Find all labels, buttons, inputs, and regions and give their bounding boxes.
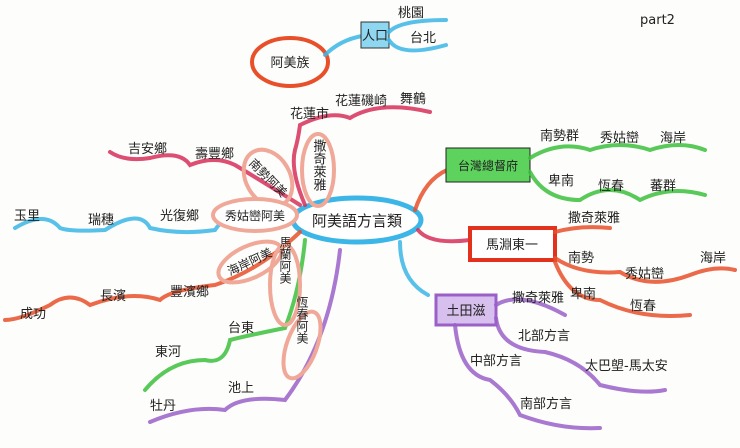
branch-coast — [3, 230, 302, 322]
tsuchida-item: 撒奇萊雅 — [512, 290, 564, 306]
place-shoufeng: 壽豐鄉 — [195, 146, 234, 162]
xiuguluan-node — [211, 197, 299, 233]
governor-item: 蕃群 — [650, 179, 676, 194]
malan-label: 馬蘭阿美 — [278, 236, 292, 284]
place-hualien-city: 花蓮市 — [290, 106, 329, 122]
branch-governor — [413, 168, 449, 212]
branch-tsuchida-1 — [494, 297, 567, 317]
tribe-node — [250, 36, 330, 88]
malan-node — [268, 243, 302, 327]
place-changbin: 長濱 — [100, 289, 126, 304]
governor-item: 恆春 — [598, 179, 624, 194]
branch-mabuchi-3 — [553, 260, 692, 318]
mabuchi-item: 撒奇萊雅 — [568, 210, 620, 226]
branch-taoyuan — [387, 18, 448, 34]
place-fengbin: 豐濱鄉 — [170, 284, 209, 300]
tsuchida-node — [434, 293, 498, 327]
corner-label: part2 — [640, 13, 675, 28]
tsuchida-item: 太巴塱-馬太安 — [585, 358, 668, 374]
branch-mabuchi — [416, 228, 472, 244]
governor-item: 秀姑巒 — [600, 131, 639, 146]
sakizaya-node — [300, 132, 336, 208]
branch-hualien — [291, 105, 432, 207]
coast-label: 海岸阿美 — [225, 245, 275, 279]
place-mudan: 牡丹 — [150, 399, 176, 414]
place-taoyuan: 桃園 — [398, 6, 424, 21]
place-chishang: 池上 — [228, 381, 254, 396]
tsuchida-label: 土田滋 — [446, 304, 485, 319]
center-label: 阿美語方言類 — [312, 212, 402, 230]
tsuchida-item: 南部方言 — [520, 396, 572, 412]
mabuchi-item: 卑南 — [570, 286, 596, 302]
xiuguluan-label: 秀姑巒阿美 — [225, 208, 285, 223]
hengchun-node — [281, 309, 323, 381]
hengchun-label: 恆春阿美 — [295, 296, 309, 344]
branch-population — [323, 34, 364, 57]
place-chenggong: 成功 — [20, 307, 46, 322]
branch-tsuchida-2 — [494, 316, 667, 394]
branch-nanshi — [108, 150, 302, 207]
governor-item: 南勢群 — [540, 128, 579, 144]
governor-label: 台灣總督府 — [458, 158, 518, 173]
place-guangfu: 光復鄉 — [160, 208, 199, 224]
population-node — [360, 21, 390, 49]
mabuchi-item: 恆春 — [630, 299, 656, 314]
governor-item: 卑南 — [548, 173, 574, 189]
branch-mabuchi-1 — [553, 225, 612, 234]
branch-governor-row2 — [528, 170, 707, 203]
place-taipei: 台北 — [410, 31, 436, 46]
mabuchi-node — [468, 226, 557, 262]
branch-tsuchida — [398, 240, 430, 297]
mabuchi-item: 海岸 — [700, 251, 726, 266]
mabuchi-item: 秀姑巒 — [625, 267, 664, 282]
governor-node — [445, 147, 531, 183]
population-label: 人口 — [362, 29, 388, 44]
place-ruisui: 瑞穗 — [88, 213, 114, 228]
place-yuli: 玉里 — [14, 209, 40, 224]
place-jian: 吉安鄉 — [128, 141, 167, 157]
branch-governor-row1 — [528, 143, 707, 160]
branch-tsuchida-3 — [453, 323, 602, 431]
place-hualien-jiqi: 花蓮磯崎 — [335, 93, 387, 109]
branch-taipei — [387, 38, 448, 53]
mabuchi-item: 南勢 — [568, 250, 594, 266]
governor-item: 海岸 — [660, 131, 686, 146]
branch-malan — [143, 238, 307, 392]
branch-hengchun — [148, 248, 342, 424]
sakizaya-label: 撒奇萊雅 — [311, 138, 327, 191]
tsuchida-item: 北部方言 — [518, 328, 570, 344]
place-taitung: 台東 — [228, 320, 254, 336]
branch-mabuchi-2 — [553, 256, 737, 284]
mabuchi-label: 馬淵東一 — [486, 237, 538, 253]
place-donghe: 東河 — [155, 344, 181, 360]
tribe-label: 阿美族 — [270, 55, 309, 71]
tsuchida-item: 中部方言 — [470, 353, 522, 369]
place-wuhe: 舞鶴 — [400, 91, 426, 107]
